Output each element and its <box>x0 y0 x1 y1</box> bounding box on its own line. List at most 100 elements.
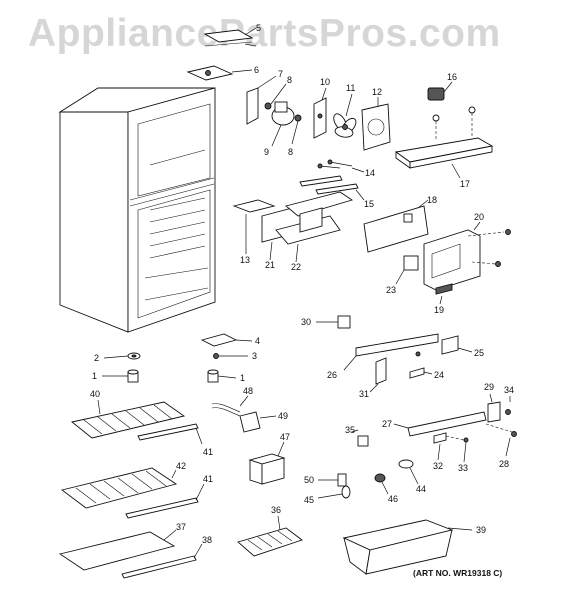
callout-31: 31 <box>359 389 369 399</box>
part-30-block <box>316 315 351 329</box>
callout-41-lower: 41 <box>203 474 213 484</box>
part-5-mullion-cover <box>203 27 257 47</box>
callout-41-upper: 41 <box>203 447 213 457</box>
part-31-bracket <box>369 357 387 393</box>
callout-23: 23 <box>386 285 396 295</box>
callout-12: 12 <box>372 87 382 97</box>
callout-21: 21 <box>265 260 275 270</box>
watermark-logo: AppliancePartsPros.com <box>28 12 501 55</box>
part-16-knob <box>427 81 476 140</box>
part-25-hinge <box>441 335 473 355</box>
part-1-leveling-legs <box>102 369 237 383</box>
part-20-light-housing <box>423 221 511 291</box>
part-8-screws <box>264 83 302 145</box>
part-44-light-bulb <box>398 459 419 485</box>
art-number-label: (ART NO. WR19318 C) <box>413 568 503 578</box>
callout-50: 50 <box>304 475 314 485</box>
part-35-bumper <box>351 429 369 447</box>
refrigerator-cabinet <box>58 87 216 333</box>
callout-9: 9 <box>264 147 269 157</box>
callout-6: 6 <box>254 65 259 75</box>
part-4-hinge-plate <box>200 333 253 347</box>
part-49-relay <box>239 411 277 433</box>
callout-48: 48 <box>243 386 253 396</box>
part-46-knob <box>374 473 389 495</box>
callout-16: 16 <box>447 72 457 82</box>
callout-11: 11 <box>346 83 355 93</box>
part-26-bar <box>343 333 439 371</box>
callout-39: 39 <box>476 525 486 535</box>
part-38-shelf-trim <box>121 543 203 579</box>
callout-1-right: 1 <box>240 373 245 383</box>
callout-19: 19 <box>434 305 444 315</box>
callout-3: 3 <box>252 351 257 361</box>
callout-32: 32 <box>433 461 443 471</box>
callout-7: 7 <box>278 69 283 79</box>
callout-17: 17 <box>460 179 470 189</box>
callout-10: 10 <box>320 77 330 87</box>
part-6-thermostat-bracket <box>186 65 253 81</box>
part-12-fan-cover <box>361 97 391 151</box>
part-2-washer <box>103 352 141 360</box>
part-11-fan-blade <box>333 93 357 138</box>
part-18-panel <box>363 199 429 253</box>
part-33-screw <box>445 435 469 463</box>
part-45-bulb-socket <box>317 485 351 499</box>
part-28-screw <box>485 423 517 457</box>
callout-33: 33 <box>458 463 468 473</box>
callout-26: 26 <box>327 370 337 380</box>
callout-24: 24 <box>434 370 444 380</box>
callout-14: 14 <box>365 168 375 178</box>
callout-20: 20 <box>474 212 484 222</box>
callout-44: 44 <box>416 484 426 494</box>
part-27-bar <box>393 411 487 437</box>
callout-34: 34 <box>504 385 514 395</box>
part-3-screw <box>213 353 248 359</box>
callout-25: 25 <box>474 348 484 358</box>
callout-36: 36 <box>271 505 281 515</box>
part-9-fan-motor <box>271 101 295 147</box>
part-13-evaporator-cover <box>232 199 276 254</box>
part-40-wire-shelf <box>70 399 186 439</box>
part-48-wire-harness <box>211 395 249 417</box>
part-19-clip <box>435 283 453 305</box>
callout-40: 40 <box>90 389 100 399</box>
part-39-crisper-bin <box>342 519 473 575</box>
callout-4: 4 <box>255 336 260 346</box>
part-22-damper-assembly <box>275 191 354 263</box>
callout-8-top: 8 <box>287 75 292 85</box>
part-47-control-box <box>248 441 286 485</box>
callout-29: 29 <box>484 382 494 392</box>
part-7-bracket <box>246 75 277 125</box>
part-37-glass-shelf <box>58 529 177 571</box>
callout-1-left: 1 <box>92 371 97 381</box>
part-41-shelf-trim-upper <box>137 423 203 445</box>
part-50-switch <box>318 473 347 487</box>
callout-46: 46 <box>388 494 398 504</box>
callout-45: 45 <box>304 495 314 505</box>
callout-30: 30 <box>301 317 311 327</box>
part-14-screws <box>317 159 365 173</box>
callout-38: 38 <box>202 535 212 545</box>
callout-28: 28 <box>499 459 509 469</box>
part-32-spacer <box>433 432 447 461</box>
callout-13: 13 <box>240 255 250 265</box>
callout-2: 2 <box>94 353 99 363</box>
callout-labels: 1 1 2 3 4 5 6 7 8 8 9 10 11 12 13 14 15 … <box>90 23 514 545</box>
part-41-shelf-trim-lower <box>125 483 205 519</box>
part-24-pin <box>409 351 433 379</box>
callout-8-bottom: 8 <box>288 147 293 157</box>
part-34-screw <box>505 396 511 415</box>
callout-37: 37 <box>176 522 186 532</box>
callout-35: 35 <box>345 425 355 435</box>
part-42-wire-shelf <box>60 467 178 509</box>
callout-47: 47 <box>280 432 290 442</box>
part-15-trim-strips <box>299 175 365 201</box>
callout-15: 15 <box>364 199 374 209</box>
part-17-control-housing <box>394 137 494 179</box>
callout-27: 27 <box>382 419 392 429</box>
callout-22: 22 <box>291 262 301 272</box>
callout-18: 18 <box>427 195 437 205</box>
part-29-hinge <box>487 393 501 423</box>
